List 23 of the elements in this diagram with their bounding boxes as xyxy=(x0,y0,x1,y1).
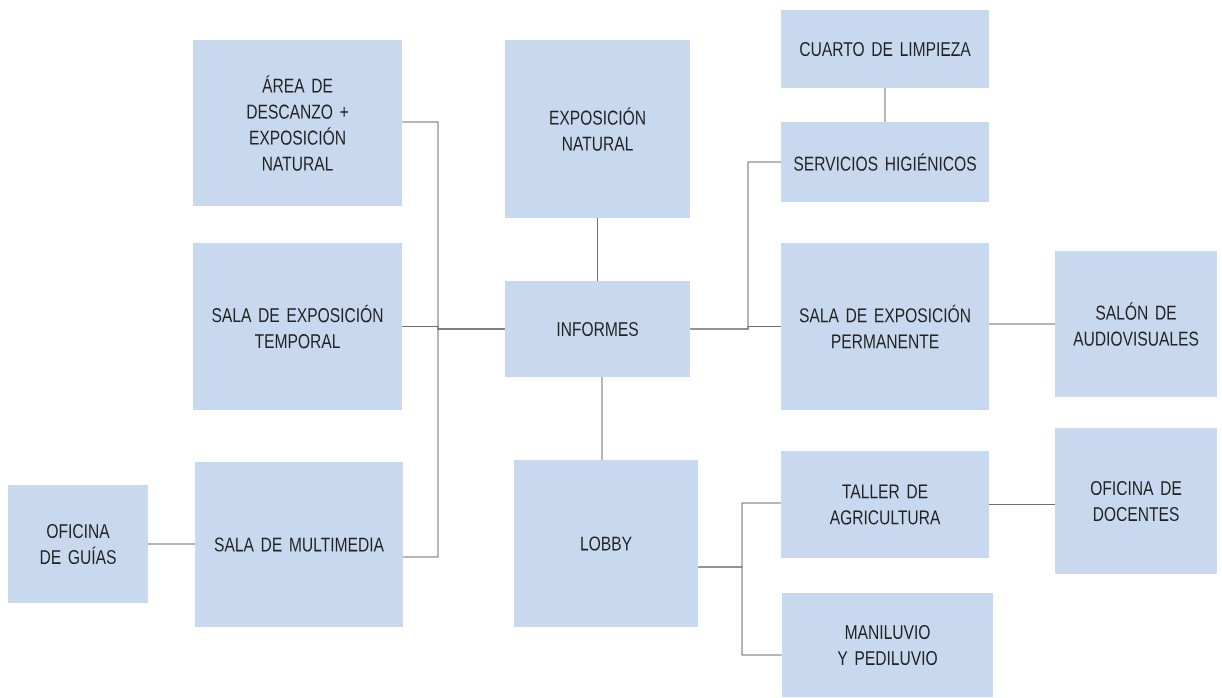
room-box: SERVICIOS HIGIÉNICOS xyxy=(781,122,989,202)
room-box: LOBBY xyxy=(514,460,698,627)
room-box: MANILUVIO Y PEDILUVIO xyxy=(782,593,993,697)
room-box: ÁREA DE DESCANZO + EXPOSICIÓN NATURAL xyxy=(193,40,402,206)
room-box: OFICINA DE GUÍAS xyxy=(8,485,148,603)
connector-line xyxy=(597,217,598,282)
room-box: SALA DE EXPOSICIÓN PERMANENTE xyxy=(781,243,989,410)
room-box: EXPOSICIÓN NATURAL xyxy=(505,40,690,218)
room-box: OFICINA DE DOCENTES xyxy=(1055,428,1217,574)
room-box: SALA DE EXPOSICIÓN TEMPORAL xyxy=(193,243,402,410)
room-box: CUARTO DE LIMPIEZA xyxy=(781,10,989,88)
connector-line xyxy=(988,323,1056,325)
room-box: TALLER DE AGRICULTURA xyxy=(781,451,989,558)
connector-line xyxy=(689,326,782,330)
connector-line xyxy=(988,504,1056,505)
connector-line xyxy=(601,376,603,461)
room-box: SALA DE MULTIMEDIA xyxy=(195,462,403,627)
room-box: INFORMES xyxy=(505,281,690,377)
room-box: SALÓN DE AUDIOVISUALES xyxy=(1055,251,1217,397)
connector-line xyxy=(884,87,886,123)
connector-line xyxy=(697,566,783,656)
connector-line xyxy=(147,543,196,545)
connector-line xyxy=(402,328,506,558)
